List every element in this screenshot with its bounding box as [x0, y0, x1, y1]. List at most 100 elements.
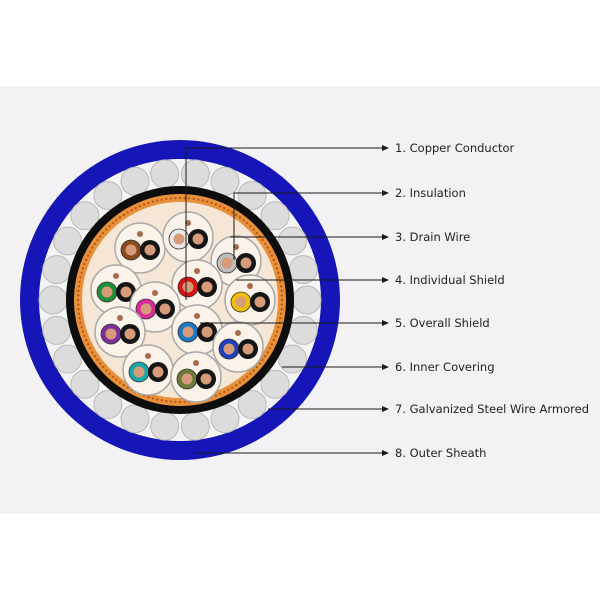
copper-conductor — [201, 326, 213, 338]
braid-dot — [214, 203, 218, 206]
braid-dot — [156, 199, 159, 202]
copper-conductor — [124, 328, 136, 340]
callout-arrowhead — [382, 364, 389, 370]
braid-dot — [111, 375, 115, 379]
braid-dot — [192, 197, 195, 201]
drain-wire — [194, 313, 200, 319]
braid-dot — [279, 285, 283, 288]
armor-wire — [93, 180, 123, 210]
armor-wire — [93, 390, 123, 420]
twisted-pair — [224, 274, 276, 326]
drain-wire — [152, 290, 158, 296]
braid-dot — [275, 330, 279, 333]
braid-dot — [280, 307, 283, 311]
braid-dot — [274, 334, 277, 338]
braid-dot — [105, 369, 108, 372]
braid-dot — [268, 250, 272, 253]
braid-dot — [105, 228, 108, 231]
braid-dot — [86, 254, 90, 257]
braid-dot — [231, 211, 234, 214]
armor-wire — [150, 159, 180, 189]
callout-arrowhead — [382, 145, 389, 151]
copper-conductor — [223, 343, 235, 355]
braid-dot — [169, 197, 173, 200]
braid-dot — [270, 343, 274, 346]
drain-wire — [194, 268, 200, 274]
braid-dot — [280, 289, 283, 293]
copper-conductor — [125, 244, 137, 256]
copper-conductor — [181, 373, 193, 385]
braid-dot — [245, 221, 249, 225]
braid-dot — [272, 338, 275, 342]
callout-line — [233, 192, 382, 260]
twisted-pair — [114, 222, 166, 274]
braid-dot — [174, 196, 177, 200]
armor-wire — [237, 180, 267, 210]
braid-dot — [280, 303, 284, 306]
armor-wire — [150, 411, 180, 441]
braid-dot — [255, 231, 259, 235]
braid-dot — [101, 231, 105, 235]
copper-conductor — [235, 296, 247, 308]
braid-dot — [85, 338, 88, 342]
braid-dot — [151, 200, 155, 203]
drain-wire — [113, 273, 119, 279]
twisted-pair — [210, 235, 262, 287]
callout-arrowhead — [382, 320, 389, 326]
braid-dot — [183, 196, 186, 200]
braid-dot — [77, 289, 80, 293]
braid-dot — [238, 381, 242, 384]
braid-dot — [279, 280, 282, 283]
braid-dot — [83, 262, 86, 266]
copper-conductor — [192, 233, 204, 245]
braid-dot — [83, 334, 86, 338]
copper-conductor — [200, 373, 212, 385]
armor-wire — [42, 315, 72, 345]
copper-conductor — [101, 286, 113, 298]
braid-dot — [134, 206, 137, 210]
armor-wire — [120, 166, 150, 196]
braid-dot — [85, 258, 88, 262]
braid-dot — [76, 294, 80, 297]
braid-dot — [96, 358, 99, 362]
braid-dot — [93, 354, 97, 358]
braid-dot — [111, 221, 115, 225]
braid-dot — [278, 276, 281, 279]
braid-dot — [118, 216, 122, 219]
callout-label: 5. Overall Shield — [395, 316, 490, 330]
braid-dot — [76, 298, 80, 302]
braid-dot — [86, 343, 90, 346]
armor-wire — [42, 255, 72, 285]
galvanized-steel-wire-armor — [38, 159, 322, 441]
braid-dot — [252, 228, 255, 231]
copper-conductor — [144, 244, 156, 256]
braid-dot — [263, 242, 267, 246]
braid-dot — [227, 208, 230, 212]
braid-dot — [261, 358, 264, 362]
copper-conductor — [240, 257, 252, 269]
drain-wire — [235, 330, 241, 336]
armor-wire — [38, 285, 68, 315]
twisted-pairs — [90, 211, 276, 403]
braid-dot — [77, 307, 80, 311]
armor-wire — [210, 166, 240, 196]
braid-dot — [231, 386, 234, 389]
twisted-pair — [162, 211, 214, 263]
braid-dot — [80, 271, 83, 275]
callout-label: 1. Copper Conductor — [395, 141, 515, 155]
braid-dot — [245, 375, 249, 379]
braid-dot — [151, 397, 155, 400]
twisted-pair — [171, 304, 223, 356]
braid-dot — [80, 325, 83, 329]
braid-dot — [210, 201, 213, 205]
callout-lines — [185, 145, 389, 456]
braid-dot — [118, 381, 122, 384]
braid-dot — [108, 372, 111, 375]
braid-dot — [169, 400, 173, 403]
braid-dot — [205, 200, 209, 203]
armor-wire — [120, 404, 150, 434]
copper-conductor — [221, 257, 233, 269]
braid-dot — [272, 258, 275, 262]
braid-dot — [142, 203, 146, 206]
